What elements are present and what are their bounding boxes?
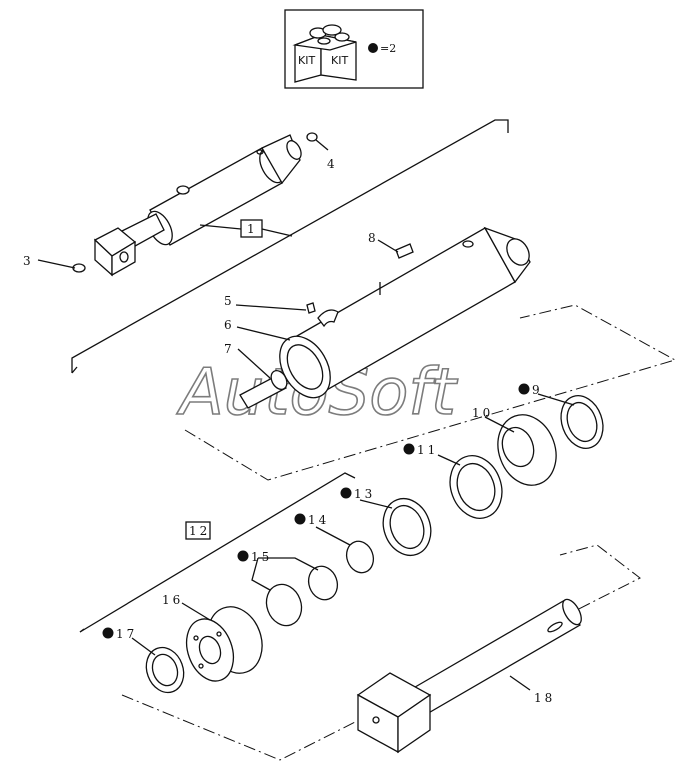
part-11-seal	[449, 455, 503, 519]
part-14-wiper	[345, 540, 375, 574]
part-13-ring	[382, 497, 432, 557]
callout-4: 4	[327, 157, 338, 171]
part-9-ring	[560, 395, 604, 449]
kit-box-icon: KIT KIT	[292, 24, 357, 83]
callout-leaders	[131, 393, 575, 656]
part-15b-ring	[265, 583, 303, 627]
seal-kit-parts	[145, 395, 604, 694]
part-18-rod	[356, 598, 582, 754]
callout-13: 13	[354, 487, 375, 501]
kit-bullet-icon	[368, 43, 378, 53]
callout-12: 12	[189, 524, 210, 538]
kit-equals-label: =2	[380, 42, 396, 55]
kit-label-left: KIT	[298, 54, 315, 67]
bullet-icon	[102, 627, 114, 639]
bullet-icon	[340, 487, 352, 499]
callout-9: 9	[532, 383, 543, 397]
callout-16: 16	[162, 593, 183, 607]
piston-group-frame	[184, 304, 677, 481]
bullet-icon	[237, 550, 249, 562]
callout-18: 18	[534, 691, 555, 705]
callout-11: 11	[417, 443, 438, 457]
kit-label-right: KIT	[331, 54, 348, 67]
callout-7: 7	[224, 342, 235, 356]
bullet-icon	[403, 443, 415, 455]
bullet-icon	[518, 383, 530, 395]
callout-box-1	[240, 219, 263, 238]
callout-1: 1	[247, 222, 258, 236]
rod-group-frame	[121, 544, 641, 761]
cylinder-barrel	[235, 226, 531, 409]
bullet-icon	[294, 513, 306, 525]
callout-14: 14	[308, 513, 329, 527]
part-15a-ring	[307, 565, 339, 601]
group-12-frame	[79, 472, 356, 633]
callout-10: 10	[472, 406, 493, 420]
callout-box-12	[185, 521, 211, 540]
callout-15: 15	[251, 550, 272, 564]
kit-legend: KIT KIT =2	[284, 9, 424, 89]
part-17-ring	[145, 646, 185, 694]
part-10-piston	[497, 414, 557, 486]
callout-5: 5	[224, 294, 235, 308]
callout-3: 3	[23, 254, 34, 268]
callout-6: 6	[224, 318, 235, 332]
callout-8: 8	[368, 231, 379, 245]
cylinder-assembly-overview	[37, 119, 509, 374]
callout-labels: 1 3 4 5 6 7 8 9 10 11 12 13 14 15 16 17 …	[23, 157, 555, 705]
callout-17: 17	[116, 627, 137, 641]
kit-bullets	[102, 383, 530, 639]
part-16-gland	[185, 606, 263, 682]
